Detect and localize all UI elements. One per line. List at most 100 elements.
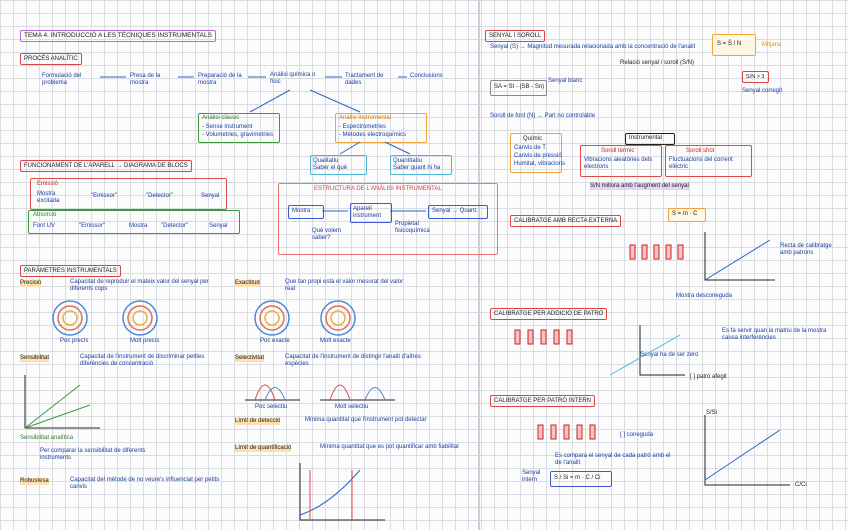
cal-intern-xlabel: C/Ci bbox=[795, 482, 807, 488]
shot-box: Soroll shot Fluctuacions del corrent elè… bbox=[665, 145, 752, 177]
cal-intern-heading: CALIBRATGE PER PATRÓ INTERN bbox=[490, 395, 596, 407]
formula-tag: Mitjana bbox=[762, 42, 782, 48]
classic-line-1: - Sense instrument bbox=[202, 124, 253, 130]
termic-title: Soroll tèrmic bbox=[601, 148, 635, 154]
step-4: Anàlisi química o físic bbox=[270, 72, 316, 85]
quantitatiu-text: Quantitatiu Saber quant hi ha bbox=[393, 158, 441, 171]
proces-heading: PROCÉS ANALÍTIC bbox=[20, 53, 82, 65]
robustesa-label: Robustesa bbox=[20, 478, 49, 485]
robustesa-def: Capacitat del mètode de no veure's influ… bbox=[70, 477, 220, 490]
instr-title: Anàlisi instrumental bbox=[339, 115, 392, 121]
quimic-box: Químic Canvis de T Canvis de pressió Hum… bbox=[510, 133, 566, 173]
emissio-title: Emissió bbox=[37, 181, 59, 187]
qualitatiu-text: Qualitatiu Saber el què bbox=[313, 158, 348, 171]
cal-recta-graph bbox=[704, 232, 775, 281]
tubes-addicio bbox=[514, 329, 573, 345]
cal-intern-eq: S / Si = m · C / Ci bbox=[554, 475, 601, 481]
shot-title: Soroll shot bbox=[686, 148, 715, 154]
cal-intern-ylabel: S/Si bbox=[706, 410, 718, 416]
que-volem-label: Què volem saber? bbox=[312, 228, 342, 241]
cal-intern-note1: Es compara el senyal de cada patró amb e… bbox=[555, 453, 671, 466]
instrumental-label-box: Instrumental bbox=[625, 133, 675, 145]
absorcio-step-4: "Detector" bbox=[161, 223, 188, 229]
emissio-step-1: Mostra excitada bbox=[37, 191, 60, 204]
estructura-box: ESTRUCTURA DE L'ANÀLISI INSTRUMENTAL bbox=[278, 183, 498, 255]
tubes-recta bbox=[629, 244, 684, 260]
sensibilitat-graph bbox=[24, 375, 100, 429]
quimic-line-3: Humitat, vibracions bbox=[514, 161, 566, 167]
limit-det-def: Mínima quantitat que l'instrument pot de… bbox=[305, 417, 427, 423]
senyal-def: Senyal (S) → Magnitud mesurada relaciona… bbox=[490, 44, 696, 50]
qualitatiu-box: Qualitatiu Saber el què bbox=[310, 155, 367, 175]
cal-recta-heading: CALIBRATGE AMB RECTA EXTERNA bbox=[510, 215, 622, 227]
limit-quant-label: Límit de quantificació bbox=[235, 445, 292, 452]
emissio-step-3: "Detector" bbox=[146, 193, 173, 199]
step-1: Formulació del problema bbox=[42, 73, 82, 86]
termic-box: Soroll tèrmic Vibracions aleatòries dels… bbox=[580, 145, 662, 177]
absorcio-step-5: Senyal bbox=[209, 223, 228, 229]
estructura-title: ESTRUCTURA DE L'ANÀLISI INSTRUMENTAL bbox=[314, 186, 442, 192]
good-sn: S/N > 3 bbox=[742, 71, 769, 83]
absorcio-title: Absorció bbox=[33, 212, 57, 218]
cal-recta-formula: S = m · C bbox=[672, 211, 698, 217]
page-title: TEMA 4. INTRODUCCIÓ A LES TÈCNIQUES INST… bbox=[20, 30, 216, 42]
sa-formula: SA = St - (SB - Sn) bbox=[494, 84, 545, 90]
instrumental-box: Anàlisi instrumental - Espectrometries -… bbox=[335, 113, 427, 143]
absorcio-step-3: Mostra bbox=[129, 223, 148, 229]
quantitatiu-box: Quantitatiu Saber quant hi ha bbox=[390, 155, 452, 175]
exactitud-label: Exactitud bbox=[235, 280, 260, 287]
cal-addicio-extrap: Senyal ha de ser zero bbox=[640, 352, 699, 358]
tubes-intern bbox=[537, 424, 596, 440]
selectivitat-graph bbox=[245, 384, 395, 401]
instr-line-2: - Mètodes electroquímics bbox=[339, 132, 407, 138]
cal-recta-note: Recta de calibratge amb patrons bbox=[780, 243, 832, 256]
target-poc-exacte bbox=[254, 300, 290, 336]
sa-box: SA = St - (SB - Sn) bbox=[490, 80, 547, 96]
sens-analitica-label: Sensibilitat analítica bbox=[20, 435, 74, 441]
emissio-box: Emissió Mostra excitada "Emissor" "Detec… bbox=[30, 178, 227, 210]
mostra-box: Mostra bbox=[288, 205, 324, 219]
cal-recta-desconegut: Mostra desconeguda bbox=[676, 293, 733, 299]
cal-addicio-heading: CALIBRATGE PER ADDICIÓ DE PATRÓ bbox=[490, 308, 608, 320]
quimic-title: Químic bbox=[523, 136, 543, 142]
propietat-label: Propietat fisicoquímica bbox=[395, 221, 430, 234]
senyal-text: Senyal → Quant. bbox=[432, 208, 478, 214]
molt-precis-label: Molt precís bbox=[130, 338, 160, 344]
funcionament-heading: FUNCIONAMENT DE L'APARELL → DIAGRAMA DE … bbox=[20, 160, 192, 172]
cal-addicio-xlabel: [ ] patró afegit bbox=[690, 374, 727, 380]
aparell-text: Aparell instrument bbox=[353, 206, 382, 219]
step-6: Conclusions bbox=[410, 73, 443, 79]
step-5: Tractament de dades bbox=[345, 73, 384, 86]
cal-addicio-graph bbox=[609, 325, 685, 376]
sensibilitat-def: Capacitat de l'instrument de discriminar… bbox=[80, 354, 205, 367]
poc-selectiu-label: Poc selectiu bbox=[255, 404, 288, 410]
mostra-text: Mostra bbox=[292, 208, 311, 214]
millora-note: S/N millora amb l'augment del senyal bbox=[590, 183, 689, 190]
instr-line-1: - Espectrometries bbox=[339, 124, 387, 130]
step-2: Presa de la mostra bbox=[130, 73, 161, 86]
cal-intern-graph bbox=[704, 415, 790, 486]
sens-note: Per comparar la sensibilitat de diferent… bbox=[40, 448, 146, 461]
formula-top-box: S = S̄ / N bbox=[712, 34, 756, 56]
target-molt-precis bbox=[122, 300, 158, 336]
page-divider bbox=[478, 0, 480, 530]
target-poc-precis bbox=[52, 300, 88, 336]
lod-graph bbox=[299, 463, 385, 521]
rel-sn-label: Relació senyal / soroll (S/N) bbox=[620, 60, 695, 66]
instrumental-title: Instrumental bbox=[629, 135, 663, 141]
formula-top: S = S̄ / N bbox=[717, 41, 742, 47]
senyal-soroll-heading: SENYAL I SOROLL bbox=[485, 30, 546, 42]
senyal-corregit: Senyal corregit bbox=[742, 88, 783, 94]
precisio-def: Capacitat de reproduir el mateix valor d… bbox=[70, 279, 209, 292]
classic-box: Anàlisi clàssic - Sense instrument - Vol… bbox=[198, 113, 280, 143]
cal-intern-conc: [ ] coneguda bbox=[620, 432, 654, 438]
emissio-step-2: "Emissor" bbox=[91, 193, 117, 199]
shot-def: Fluctuacions del corrent elèctric bbox=[669, 157, 733, 170]
cal-intern-note2: Senyal intern bbox=[522, 470, 541, 483]
arrow-9 bbox=[384, 141, 411, 155]
molt-exacte-label: Molt exacte bbox=[320, 338, 351, 344]
selectivitat-def: Capacitat de l'instrument de distingir l… bbox=[285, 354, 421, 367]
exactitud-def: Que tan propi està el valor mesurat del … bbox=[285, 279, 404, 292]
arrow-7 bbox=[309, 89, 361, 113]
arrow-8 bbox=[339, 141, 361, 155]
